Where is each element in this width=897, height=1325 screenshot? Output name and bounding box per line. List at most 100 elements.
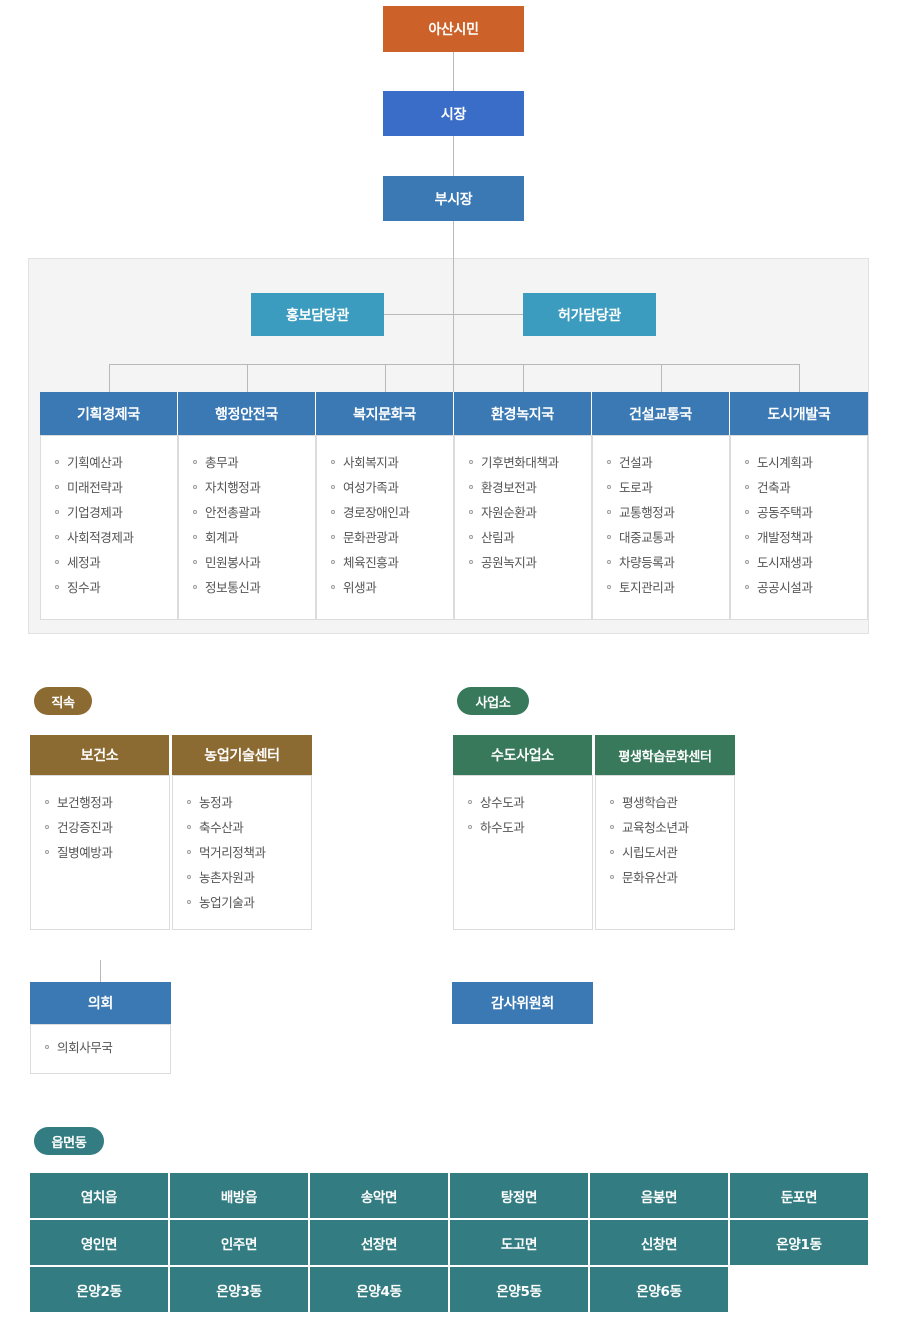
department-item[interactable]: 산림과 xyxy=(469,525,591,550)
department-item[interactable]: 교통행정과 xyxy=(607,500,729,525)
section-pill-label: 읍면동 xyxy=(51,1135,87,1151)
department-item[interactable]: 사회적경제과 xyxy=(55,525,177,550)
dong-cell[interactable]: 온양5동 xyxy=(450,1267,588,1312)
unit-header-health-center[interactable]: 보건소 xyxy=(30,735,170,775)
department-item[interactable]: 질병예방과 xyxy=(45,840,169,865)
department-item[interactable]: 세정과 xyxy=(55,550,177,575)
unit-header-agri-tech-center[interactable]: 농업기술센터 xyxy=(172,735,312,775)
department-item[interactable]: 회계과 xyxy=(193,525,315,550)
dong-cell[interactable]: 온양3동 xyxy=(170,1267,308,1312)
department-item[interactable]: 보건행정과 xyxy=(45,790,169,815)
dong-cell-empty xyxy=(730,1267,868,1312)
department-item[interactable]: 농정과 xyxy=(187,790,311,815)
dong-cell[interactable]: 음봉면 xyxy=(590,1173,728,1218)
department-item[interactable]: 안전총괄과 xyxy=(193,500,315,525)
connector-officer-right xyxy=(453,314,523,315)
dong-cell[interactable]: 탕정면 xyxy=(450,1173,588,1218)
section-pill-business-office: 사업소 xyxy=(457,687,529,715)
department-item[interactable]: 경로장애인과 xyxy=(331,500,453,525)
unit-header-lifelong-learning-center[interactable]: 평생학습문화센터 xyxy=(595,735,735,775)
department-item[interactable]: 총무과 xyxy=(193,450,315,475)
department-item[interactable]: 공원녹지과 xyxy=(469,550,591,575)
department-item[interactable]: 자원순환과 xyxy=(469,500,591,525)
department-item[interactable]: 의회사무국 xyxy=(45,1035,170,1060)
department-item[interactable]: 공공시설과 xyxy=(745,575,867,600)
dong-cell[interactable]: 배방읍 xyxy=(170,1173,308,1218)
dong-cell[interactable]: 염치읍 xyxy=(30,1173,168,1218)
dong-cell[interactable]: 온양4동 xyxy=(310,1267,448,1312)
node-citizen-label: 아산시민 xyxy=(428,22,479,38)
dong-cell[interactable]: 인주면 xyxy=(170,1220,308,1265)
department-item[interactable]: 축수산과 xyxy=(187,815,311,840)
department-item[interactable]: 문화유산과 xyxy=(610,865,734,890)
department-item[interactable]: 농촌자원과 xyxy=(187,865,311,890)
bureau-header-planning-economy[interactable]: 기획경제국 xyxy=(40,392,178,435)
department-item[interactable]: 도시재생과 xyxy=(745,550,867,575)
department-item[interactable]: 도로과 xyxy=(607,475,729,500)
department-item[interactable]: 징수과 xyxy=(55,575,177,600)
department-item[interactable]: 건축과 xyxy=(745,475,867,500)
bureau-header-environment-green[interactable]: 환경녹지국 xyxy=(454,392,592,435)
department-item[interactable]: 먹거리정책과 xyxy=(187,840,311,865)
dong-cell[interactable]: 둔포면 xyxy=(730,1173,868,1218)
dong-cell[interactable]: 송악면 xyxy=(310,1173,448,1218)
department-item[interactable]: 교육청소년과 xyxy=(610,815,734,840)
department-item[interactable]: 환경보전과 xyxy=(469,475,591,500)
department-item[interactable]: 기후변화대책과 xyxy=(469,450,591,475)
department-item[interactable]: 미래전략과 xyxy=(55,475,177,500)
department-item[interactable]: 문화관광과 xyxy=(331,525,453,550)
bureau-header-welfare-culture[interactable]: 복지문화국 xyxy=(316,392,454,435)
connector-mayor-vice xyxy=(453,135,454,177)
department-item[interactable]: 하수도과 xyxy=(468,815,592,840)
department-item[interactable]: 대중교통과 xyxy=(607,525,729,550)
dong-cell[interactable]: 선장면 xyxy=(310,1220,448,1265)
node-officer-pr[interactable]: 홍보담당관 xyxy=(251,293,384,336)
dong-cell[interactable]: 도고면 xyxy=(450,1220,588,1265)
department-item[interactable]: 토지관리과 xyxy=(607,575,729,600)
department-item[interactable]: 기업경제과 xyxy=(55,500,177,525)
dong-cell[interactable]: 온양2동 xyxy=(30,1267,168,1312)
connector-council-stub xyxy=(100,960,101,982)
bureau-header-admin-safety[interactable]: 행정안전국 xyxy=(178,392,316,435)
department-item[interactable]: 사회복지과 xyxy=(331,450,453,475)
department-item[interactable]: 개발정책과 xyxy=(745,525,867,550)
bureau-header-construction-transport[interactable]: 건설교통국 xyxy=(592,392,730,435)
dong-cell[interactable]: 영인면 xyxy=(30,1220,168,1265)
node-officer-permit[interactable]: 허가담당관 xyxy=(523,293,656,336)
node-citizen[interactable]: 아산시민 xyxy=(383,6,524,52)
department-item[interactable]: 자치행정과 xyxy=(193,475,315,500)
bureau-header-urban-development[interactable]: 도시개발국 xyxy=(730,392,868,435)
department-item[interactable]: 시립도서관 xyxy=(610,840,734,865)
department-item[interactable]: 도시계획과 xyxy=(745,450,867,475)
department-item[interactable]: 상수도과 xyxy=(468,790,592,815)
department-item[interactable]: 공동주택과 xyxy=(745,500,867,525)
node-vice-mayor[interactable]: 부시장 xyxy=(383,176,524,221)
department-item[interactable]: 농업기술과 xyxy=(187,890,311,915)
dong-cell[interactable]: 신창면 xyxy=(590,1220,728,1265)
department-item[interactable]: 기획예산과 xyxy=(55,450,177,475)
department-item[interactable]: 건설과 xyxy=(607,450,729,475)
department-item[interactable]: 민원봉사과 xyxy=(193,550,315,575)
unit-header-waterworks-office[interactable]: 수도사업소 xyxy=(453,735,593,775)
department-item[interactable]: 위생과 xyxy=(331,575,453,600)
dong-cell[interactable]: 온양1동 xyxy=(730,1220,868,1265)
node-audit-committee[interactable]: 감사위원회 xyxy=(452,982,593,1024)
node-council[interactable]: 의회 xyxy=(30,982,171,1024)
department-item[interactable]: 여성가족과 xyxy=(331,475,453,500)
node-mayor[interactable]: 시장 xyxy=(383,91,524,136)
department-item[interactable]: 평생학습관 xyxy=(610,790,734,815)
department-item[interactable]: 정보통신과 xyxy=(193,575,315,600)
department-item[interactable]: 차량등록과 xyxy=(607,550,729,575)
dong-cell[interactable]: 온양6동 xyxy=(590,1267,728,1312)
department-item[interactable]: 건강증진과 xyxy=(45,815,169,840)
department-item[interactable]: 체육진흥과 xyxy=(331,550,453,575)
